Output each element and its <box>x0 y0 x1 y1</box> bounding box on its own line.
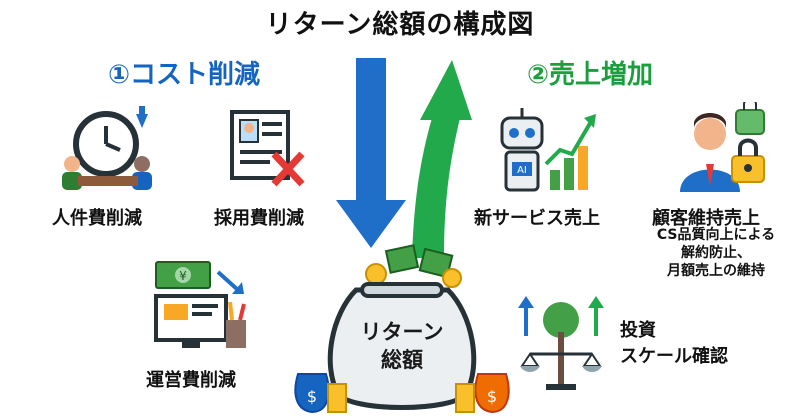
cost-section-heading: ①コスト削減 <box>108 60 261 90</box>
return-total-line-2: 総額 <box>381 348 423 372</box>
tree-scale-icon <box>518 296 604 390</box>
item-hiring-cost: 採用費削減 <box>214 208 304 229</box>
page-title: リターン総額の構成図 <box>265 10 535 40</box>
clock-meeting-icon <box>62 106 152 190</box>
support-agent-lock-icon <box>680 102 765 192</box>
svg-text:$: $ <box>307 387 317 406</box>
resume-cancel-icon <box>230 110 305 187</box>
return-total-label: リターン 総額 <box>334 318 470 374</box>
invest-scale-line-2: スケール確認 <box>620 346 728 367</box>
retention-sales-note: CS品質向上による 解約防止、 月額売上の維持 <box>636 226 796 280</box>
item-retention-sales: 顧客維持売上 <box>652 208 760 229</box>
retention-note-line-3: 月額売上の維持 <box>667 263 765 279</box>
svg-text:AI: AI <box>517 165 527 176</box>
money-computer-icon: ¥ <box>154 261 246 348</box>
item-new-service-sales: 新サービス売上 <box>474 208 600 229</box>
cost-down-arrow <box>336 58 406 248</box>
item-operating-cost: 運営費削減 <box>146 370 236 391</box>
retention-note-line-1: CS品質向上による <box>656 227 776 243</box>
svg-text:$: $ <box>487 387 497 406</box>
sales-section-heading: ②売上増加 <box>527 60 654 90</box>
sales-up-arrow <box>412 60 472 258</box>
item-labor-cost: 人件費削減 <box>52 208 142 229</box>
robot-growth-chart-icon: AI <box>500 108 596 192</box>
retention-note-line-2: 解約防止、 <box>681 245 751 261</box>
money-bag-icon: $ $ <box>294 244 510 414</box>
svg-text:¥: ¥ <box>179 269 187 283</box>
invest-scale-line-1: 投資 <box>620 320 656 341</box>
return-total-line-1: リターン <box>360 320 444 344</box>
item-invest-scale: 投資 スケール確認 <box>620 318 728 370</box>
